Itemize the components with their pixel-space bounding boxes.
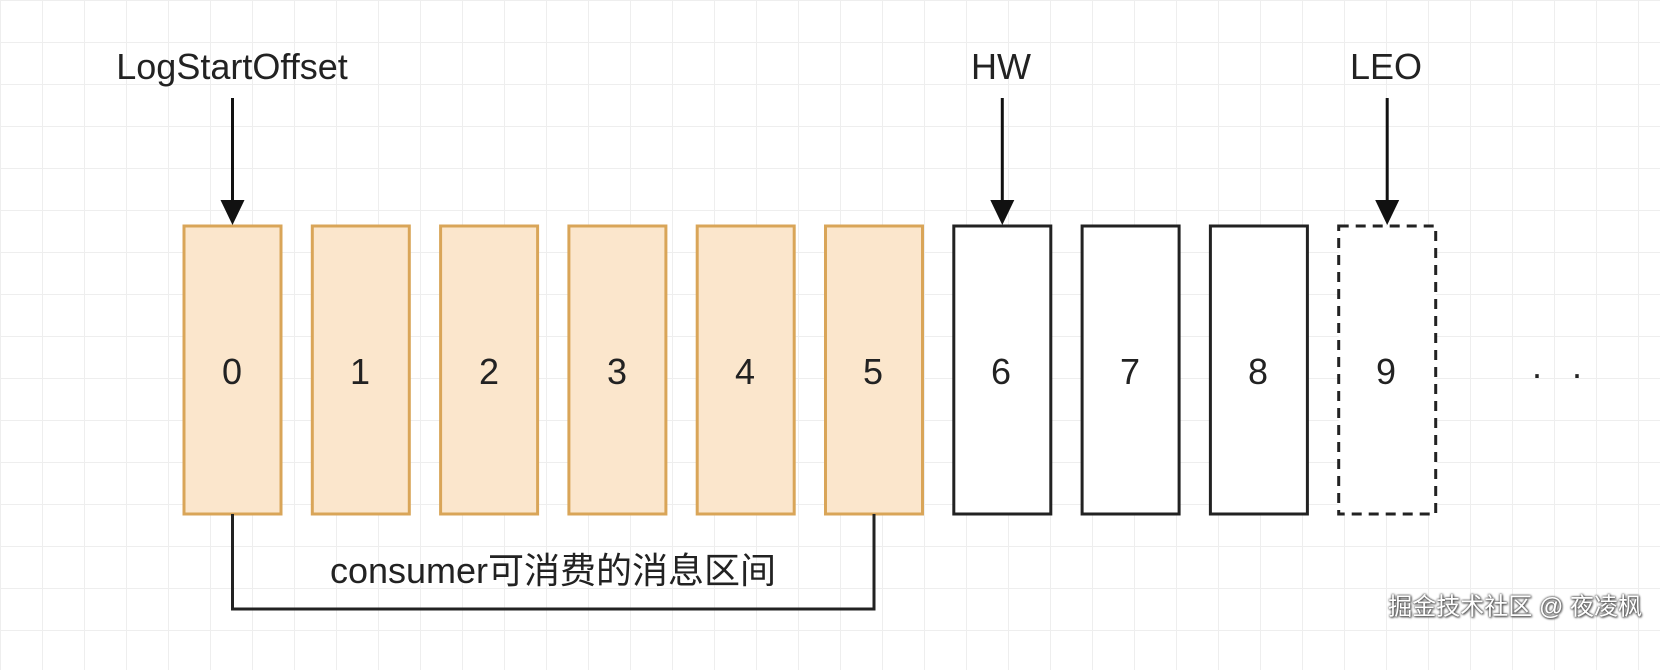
offset-label-4: 4 bbox=[734, 351, 756, 392]
arrow-head-leo bbox=[1375, 200, 1400, 225]
offset-label-6: 6 bbox=[990, 351, 1012, 392]
offset-cell-0 bbox=[182, 224, 283, 516]
offset-label-8: 8 bbox=[1247, 351, 1269, 392]
ellipsis: . . bbox=[1531, 345, 1593, 386]
arrow-head-logstartoffset bbox=[220, 200, 245, 225]
marker-label-logstartoffset: LogStartOffset bbox=[116, 46, 348, 87]
consumable-range-label: consumer可消费的消息区间 bbox=[329, 550, 777, 591]
offset-cell-9 bbox=[1337, 224, 1438, 516]
offset-cell-7 bbox=[1080, 224, 1181, 516]
marker-label-leo: LEO bbox=[1349, 46, 1423, 87]
offset-label-3: 3 bbox=[606, 351, 628, 392]
offset-cell-8 bbox=[1208, 224, 1309, 516]
offset-cell-5 bbox=[824, 224, 924, 516]
offset-cell-6 bbox=[952, 224, 1053, 516]
offset-cell-3 bbox=[567, 224, 668, 516]
offset-cell-4 bbox=[695, 224, 796, 516]
offset-cell-2 bbox=[439, 224, 540, 516]
offset-label-9: 9 bbox=[1375, 351, 1397, 392]
offset-label-1: 1 bbox=[349, 351, 371, 392]
offset-cell-1 bbox=[310, 224, 411, 516]
offset-label-7: 7 bbox=[1119, 351, 1141, 392]
arrow-head-hw bbox=[990, 200, 1015, 225]
watermark: 掘金技术社区 @ 夜凌枫 bbox=[1388, 593, 1642, 621]
offset-label-5: 5 bbox=[862, 351, 884, 392]
offset-label-0: 0 bbox=[221, 351, 243, 392]
marker-label-hw: HW bbox=[971, 46, 1031, 87]
consumable-range-bracket bbox=[231, 514, 876, 611]
offset-label-2: 2 bbox=[478, 351, 500, 392]
